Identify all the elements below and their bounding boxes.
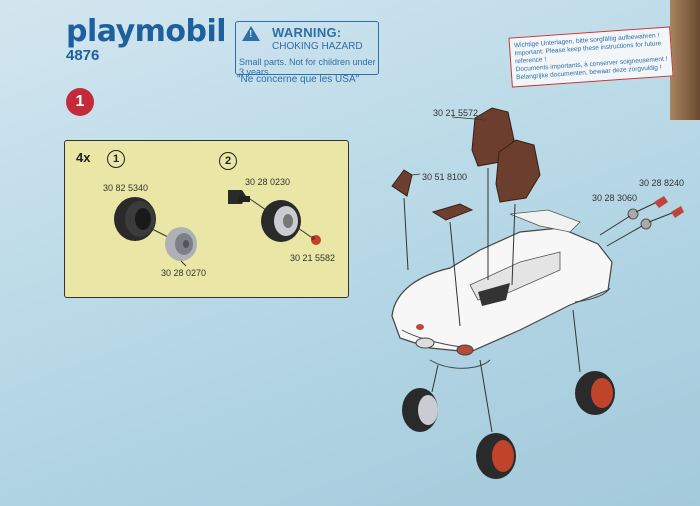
quantity-label: 4x	[76, 150, 91, 165]
wiper-illustration	[627, 208, 652, 230]
part-number-nut: 30 21 5582	[290, 253, 336, 263]
warning-title: WARNING:	[272, 25, 342, 40]
part-number-rim: 30 28 0270	[161, 268, 207, 278]
warning-line: Small parts. Not for children under 3 ye…	[239, 57, 376, 77]
panel-illustration	[391, 169, 474, 221]
warning-hazard: CHOKING HAZARD	[272, 41, 363, 52]
part-number-tire: 30 82 5340	[103, 183, 149, 193]
usa-note: "Ne concerne que les USA"	[237, 74, 360, 85]
set-number: 4876	[66, 47, 100, 64]
table-edge	[670, 0, 700, 120]
car-body-illustration	[391, 209, 613, 369]
part-number-wipers: 30 28 3060	[592, 193, 638, 203]
substep-2-badge: 2	[219, 152, 237, 170]
mirror-illustration	[654, 196, 684, 218]
part-number-mirrors: 30 28 8240	[639, 178, 685, 188]
assembled-wheel-illustration	[261, 200, 301, 242]
wheel-front-left	[402, 388, 438, 432]
lug-nut-illustration	[311, 235, 321, 245]
warning-triangle-icon	[242, 26, 260, 41]
wheel-front-right	[476, 433, 516, 479]
substep-1-badge: 1	[107, 150, 125, 168]
part-number-seats: 30 21 5572	[433, 108, 479, 118]
part-number-hub: 30 28 0230	[245, 177, 291, 187]
brand-logo: playmobil	[66, 14, 227, 49]
step-number-badge: 1	[66, 88, 94, 116]
rim-illustration	[165, 227, 197, 261]
wheel-rear-right	[575, 371, 615, 415]
hub-cap-illustration	[228, 190, 250, 204]
choking-warning-box: WARNING: CHOKING HAZARD Small parts. Not…	[235, 21, 379, 77]
tire-illustration	[114, 197, 156, 241]
part-number-panel: 30 51 8100	[422, 172, 468, 182]
seat-illustration	[471, 107, 541, 203]
